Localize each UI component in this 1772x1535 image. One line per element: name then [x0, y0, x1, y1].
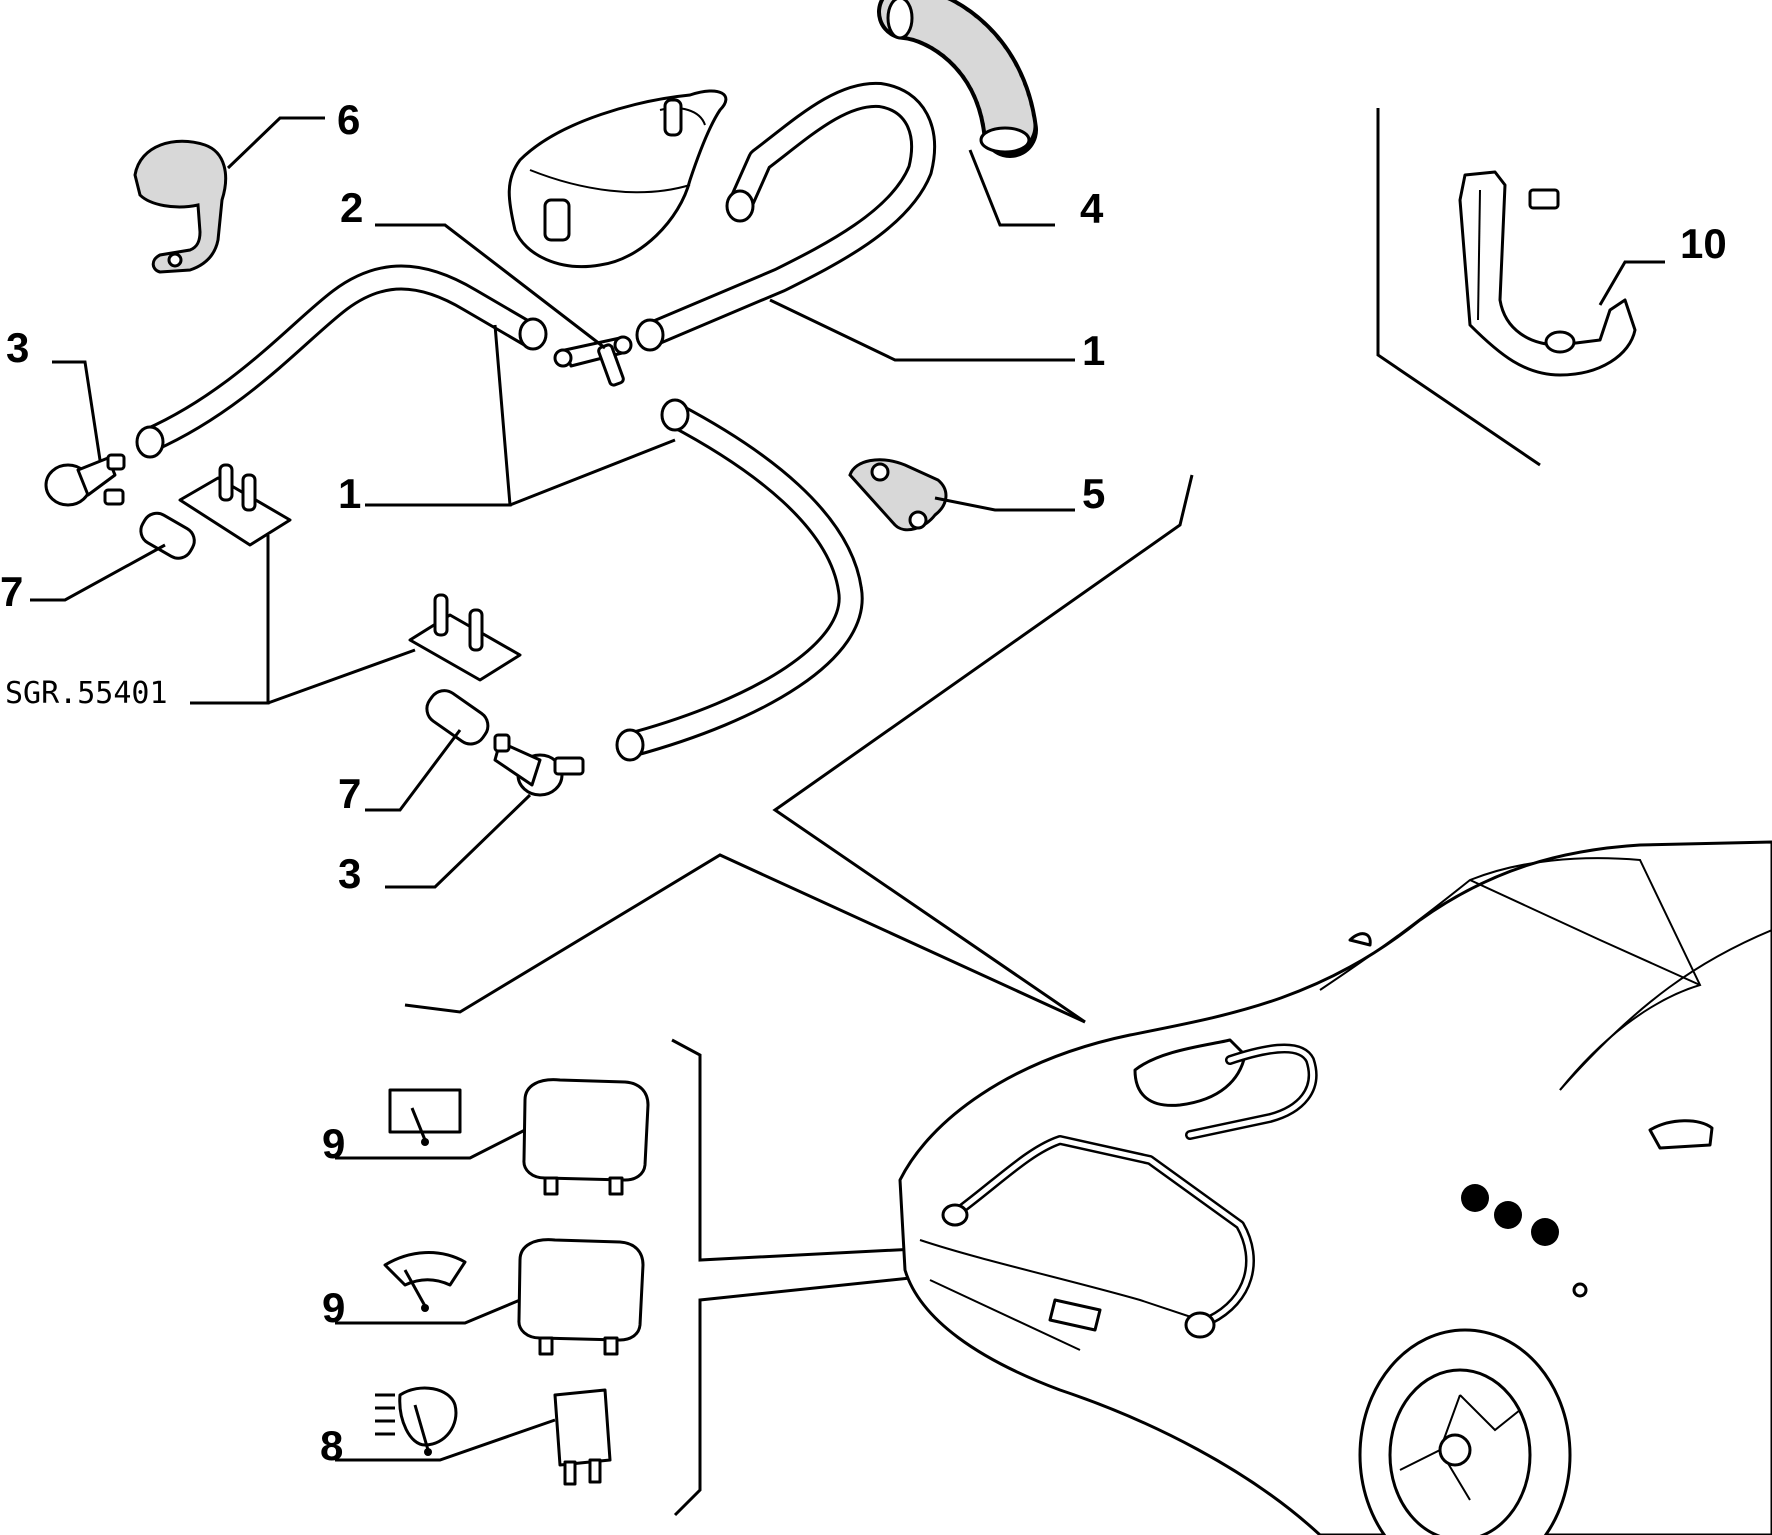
- callout-leaders: [30, 116, 1665, 1462]
- car-relay-positions: [1461, 1184, 1559, 1246]
- car-washer-system: [941, 1038, 1318, 1339]
- nozzle-upper: [44, 453, 126, 507]
- hose-top-right: [635, 81, 936, 352]
- corrugated-hose: [877, 0, 1038, 158]
- callout-numbers: 6 2 4 1 10 3 1 5 7 SGR.55401 7 3 9 9 8: [0, 96, 1727, 1469]
- relay-wiper: [522, 1078, 650, 1196]
- relay-washer: [517, 1238, 645, 1356]
- group-code-label: SGR.55401: [5, 676, 168, 711]
- hose-lower: [615, 398, 864, 762]
- callout-3-lower: 3: [338, 850, 361, 897]
- hose-left: [135, 264, 548, 459]
- callout-8: 8: [320, 1422, 343, 1469]
- callout-10: 10: [1680, 220, 1727, 267]
- callout-7-upper: 7: [0, 568, 23, 615]
- callout-9-lower: 9: [322, 1284, 345, 1331]
- bracket-clip: [133, 139, 228, 274]
- callout-7-lower: 7: [338, 770, 361, 817]
- washer-reservoir: [507, 89, 728, 269]
- callout-1-upper: 1: [1082, 327, 1105, 374]
- car-illustration: [898, 840, 1772, 1535]
- windscreen-wiper-sweep-icon: [383, 1251, 467, 1312]
- headlamp-washer-icon: [375, 1386, 458, 1456]
- clip: [848, 458, 948, 532]
- wiper-symbol-icon: [388, 1088, 462, 1146]
- callout-3-upper: 3: [6, 324, 29, 371]
- callout-9-upper: 9: [322, 1120, 345, 1167]
- callout-5: 5: [1082, 470, 1105, 517]
- callout-6: 6: [337, 96, 360, 143]
- bracket-right: [1458, 170, 1637, 377]
- callout-2: 2: [340, 184, 363, 231]
- sleeve-lower: [425, 689, 490, 746]
- t-connector: [553, 335, 633, 387]
- callout-1-lower: 1: [338, 470, 361, 517]
- relay-small: [553, 1388, 612, 1486]
- callout-4: 4: [1080, 185, 1104, 232]
- nozzle-lower: [493, 733, 585, 797]
- mounting-plate-lower: [408, 593, 522, 682]
- mounting-plate-upper: [178, 463, 292, 547]
